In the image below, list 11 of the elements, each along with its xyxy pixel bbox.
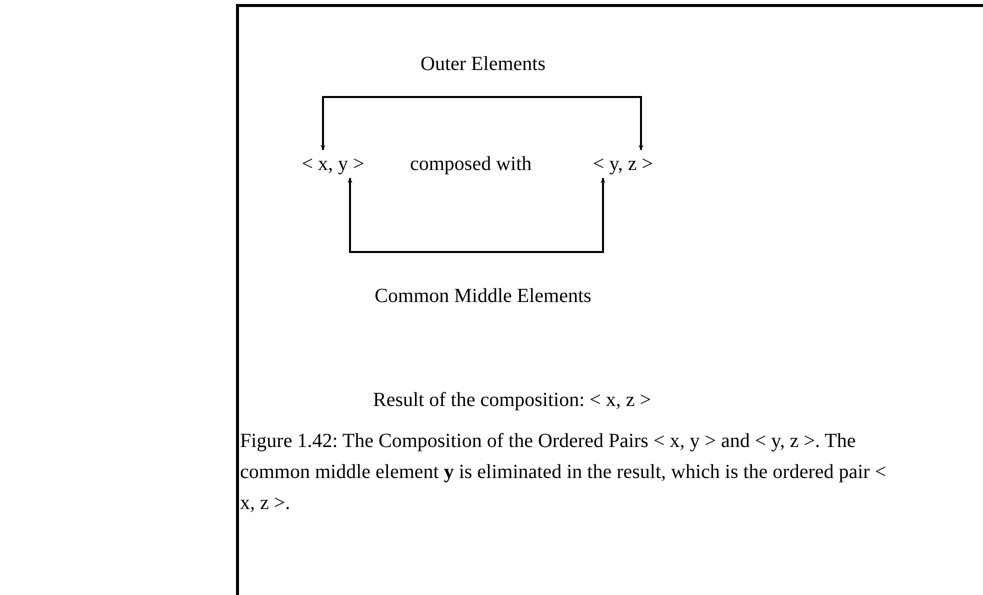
bracket-label: Common Middle Elements (363, 252, 603, 308)
figure-caption: Figure 1.42: The Composition of the Ordered Pairs < x, y > and < y, z >. The common middle element y is eliminated in the result, which is the ordered pair < x, z >. (240, 429, 888, 516)
result-text: Result of the composition: < x, z > (373, 388, 652, 412)
ordered-pair: < y, z > (576, 150, 670, 178)
arrow (483, 96, 644, 150)
arrow (348, 178, 483, 253)
bracket-label: Outer Elements (383, 52, 583, 97)
arrow (320, 96, 483, 150)
connector-text: composed with (410, 152, 532, 176)
arrow (483, 178, 606, 253)
ordered-pair: < x, y > (287, 150, 379, 178)
